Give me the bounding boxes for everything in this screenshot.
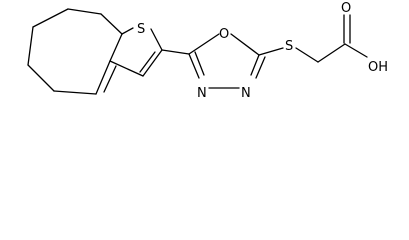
bond [109,60,144,77]
atom-label-s-thioether: S [285,39,293,54]
double-bond [139,51,156,73]
bond [230,33,260,56]
structure-diagram: S O N N S OH O [27,1,388,101]
cycloheptane-ring [27,8,123,95]
bond [295,47,319,63]
thiophene-ring [95,27,163,95]
bond [317,43,346,63]
bond [121,27,134,35]
bond [150,28,163,51]
side-chain [258,14,368,63]
double-bond [194,51,205,76]
atom-label-s-thiophene: S [137,22,145,37]
atom-label-oh: OH [368,60,388,75]
bond [109,33,123,62]
atom-label-n-right: N [241,86,251,101]
bond [32,8,69,28]
bond [250,54,260,76]
bond [100,13,123,35]
bond [142,49,163,77]
bond [95,60,111,95]
bond [161,49,190,55]
bond [344,43,368,58]
bond [258,47,284,56]
bond [27,26,34,66]
atom-label-o-carbonyl: O [341,1,351,16]
double-bond [255,56,266,79]
bond [188,33,220,55]
bond [67,8,102,15]
double-bond [103,65,117,93]
atom-label-n-left: N [197,86,207,101]
bond [188,53,200,79]
bond [53,90,97,95]
atom-label-o-ring: O [219,27,229,42]
oxadiazole-ring [188,33,266,89]
bond [27,64,55,92]
